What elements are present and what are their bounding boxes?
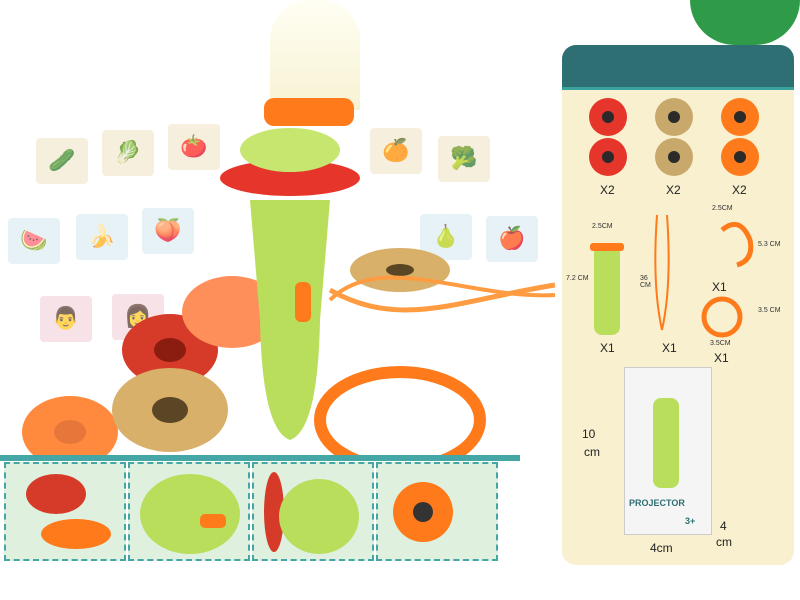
- picture-tile: 🍎: [486, 216, 538, 262]
- tile-icon: 🍑: [154, 218, 182, 244]
- reel-tan-right: [350, 248, 450, 292]
- parts-drawings: [590, 214, 754, 338]
- reel-count: X2: [666, 183, 681, 197]
- lanyard-length: 36 CM: [640, 275, 651, 289]
- reel-icon: [655, 138, 693, 176]
- tile-icon: 🥬: [114, 140, 142, 166]
- picture-tile: 🥬: [102, 130, 154, 176]
- reel-tan-front: [112, 368, 228, 452]
- picture-tile: 🍊: [370, 128, 422, 174]
- tile-icon: 🍌: [88, 224, 116, 250]
- ring-accessory: [314, 366, 486, 460]
- picture-tile: 🍑: [142, 208, 194, 254]
- box-height: 10: [582, 427, 596, 441]
- clip-width: 2.5CM: [712, 205, 733, 212]
- reel-count: X2: [732, 183, 747, 197]
- tile-icon: 🍐: [432, 224, 460, 250]
- picture-tile: 🍌: [76, 214, 128, 260]
- reel-discs: [22, 98, 556, 460]
- tile-icon: 🍉: [20, 228, 48, 254]
- box-width: 4cm: [650, 541, 673, 555]
- picture-tile: 🍉: [8, 218, 60, 264]
- ring-count: X1: [714, 351, 729, 365]
- leaf-decoration: [690, 0, 800, 45]
- box-age: 3+: [685, 516, 696, 526]
- tile-icon: 🍊: [382, 138, 410, 164]
- step-4: [376, 462, 498, 561]
- contents-panel: X2 X2 X2 2.5CM 7.2 CM X1 36 CM X1 2.5CM 5.…: [562, 45, 794, 565]
- tile-icon: 👨: [52, 306, 80, 332]
- tile-icon: 🥒: [48, 148, 76, 174]
- tile-icon: 🍅: [180, 134, 208, 160]
- projector-width: 2.5CM: [592, 223, 613, 230]
- panel-header: [562, 45, 794, 90]
- reel-icon: [721, 138, 759, 176]
- reel-orange-small: [22, 396, 118, 460]
- light-beam: [270, 0, 360, 110]
- picture-tile: 👨: [40, 296, 92, 342]
- ring-height: 3.5 CM: [758, 307, 781, 314]
- box-label: PROJECTOR: [629, 498, 685, 508]
- tile-icon: 🥦: [450, 146, 478, 172]
- picture-tile: 🥦: [438, 136, 490, 182]
- reel-icon: [655, 98, 693, 136]
- clip-count: X1: [712, 280, 727, 294]
- product-box: PROJECTOR 3+: [624, 367, 712, 535]
- picture-tile: 🥒: [36, 138, 88, 184]
- tile-icon: 🍎: [498, 226, 526, 252]
- step-1: [4, 462, 126, 561]
- reel-count: X2: [600, 183, 615, 197]
- picture-tile: 🍅: [168, 124, 220, 170]
- box-depth-unit: cm: [716, 535, 732, 549]
- lanyard-cord: [328, 282, 556, 313]
- reel-icon: [589, 98, 627, 136]
- product-scene: 🥒🥬🍅🍊🥦🍉🍌🍑🍐🍎👨👩: [8, 0, 800, 460]
- reel-salmon: [182, 276, 282, 348]
- projector-height: 7.2 CM: [566, 275, 589, 282]
- ring-width: 3.5CM: [710, 340, 731, 347]
- box-height-unit: cm: [584, 445, 600, 459]
- box-depth: 4: [720, 519, 727, 533]
- reel-icon: [589, 138, 627, 176]
- projector-body: [220, 98, 360, 440]
- step-2: [128, 462, 250, 561]
- step-3: [252, 462, 374, 561]
- reel-icon: [721, 98, 759, 136]
- step-divider: [0, 455, 520, 461]
- lanyard-count: X1: [662, 341, 677, 355]
- clip-height: 5.3 CM: [758, 241, 781, 248]
- projector-count: X1: [600, 341, 615, 355]
